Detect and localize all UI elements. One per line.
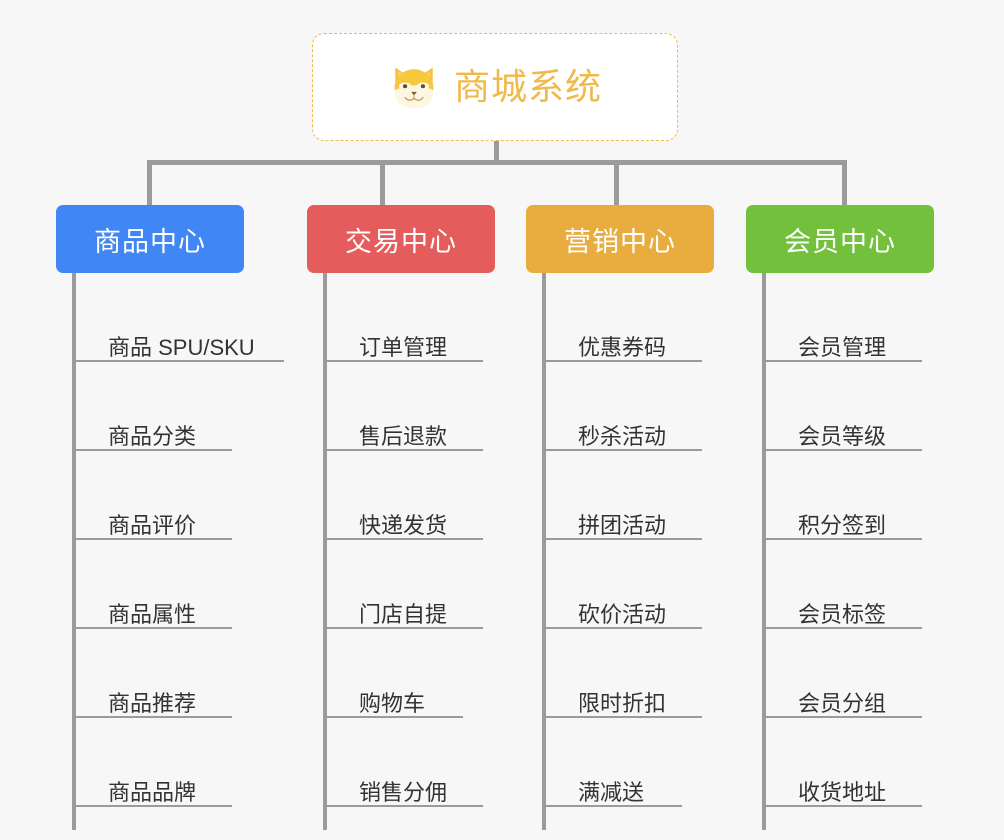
leaf-item-label: 售后退款 xyxy=(359,423,448,449)
shiba-dog-icon xyxy=(388,61,440,113)
connector-drop-4 xyxy=(842,160,847,205)
column-spine xyxy=(542,273,546,830)
leaf-item[interactable]: 砍价活动 xyxy=(542,540,702,629)
leaf-item[interactable]: 会员管理 xyxy=(762,273,922,362)
leaf-item[interactable]: 快递发货 xyxy=(323,451,483,540)
leaf-item-label: 限时折扣 xyxy=(578,690,667,716)
category-title: 商品中心 xyxy=(94,226,206,257)
column-spine xyxy=(323,273,327,830)
leaf-item-label: 砍价活动 xyxy=(578,601,667,627)
leaf-item-label: 拼团活动 xyxy=(578,512,667,538)
leaf-item-label: 订单管理 xyxy=(359,334,448,360)
leaf-item[interactable]: 商品评价 xyxy=(72,451,232,540)
leaf-item[interactable]: 限时折扣 xyxy=(542,629,702,718)
connector-root-stem xyxy=(494,141,499,163)
leaf-list-member-center: 会员管理会员等级积分签到会员标签会员分组收货地址 xyxy=(762,273,982,807)
leaf-item[interactable]: 购物车 xyxy=(323,629,463,718)
leaf-list-product-center: 商品 SPU/SKU 商品分类商品评价商品属性商品推荐商品品牌 xyxy=(72,273,292,807)
category-box-marketing-center[interactable]: 营销中心 xyxy=(526,205,714,273)
leaf-item-label: 商品分类 xyxy=(108,423,197,449)
category-box-trade-center[interactable]: 交易中心 xyxy=(307,205,495,273)
leaf-list-trade-center: 订单管理售后退款快递发货门店自提购物车销售分佣 xyxy=(323,273,543,807)
leaf-item[interactable]: 优惠券码 xyxy=(542,273,702,362)
leaf-item-label: 会员标签 xyxy=(798,601,887,627)
leaf-item[interactable]: 会员分组 xyxy=(762,629,922,718)
leaf-item[interactable]: 售后退款 xyxy=(323,362,483,451)
leaf-item-label: 会员分组 xyxy=(798,690,887,716)
root-node-mall-system[interactable]: 商城系统 xyxy=(312,33,678,141)
leaf-item-label: 商品品牌 xyxy=(108,779,197,805)
connector-drop-1 xyxy=(147,160,152,205)
leaf-item[interactable]: 门店自提 xyxy=(323,540,483,629)
leaf-item[interactable]: 拼团活动 xyxy=(542,451,702,540)
leaf-item[interactable]: 订单管理 xyxy=(323,273,483,362)
leaf-item-label: 购物车 xyxy=(359,690,426,716)
leaf-item[interactable]: 商品推荐 xyxy=(72,629,232,718)
column-spine xyxy=(762,273,766,830)
leaf-item-label: 满减送 xyxy=(578,779,645,805)
leaf-item[interactable]: 商品品牌 xyxy=(72,718,232,807)
leaf-item-label: 快递发货 xyxy=(359,512,448,538)
leaf-item-label: 收货地址 xyxy=(798,779,887,805)
connector-drop-3 xyxy=(614,160,619,205)
connector-drop-2 xyxy=(380,160,385,205)
category-title: 会员中心 xyxy=(784,226,896,257)
leaf-item-label: 积分签到 xyxy=(798,512,887,538)
leaf-item-label: 优惠券码 xyxy=(578,334,667,360)
column-spine xyxy=(72,273,76,830)
connector-horizontal-bar xyxy=(147,160,847,165)
category-title: 营销中心 xyxy=(564,226,676,257)
leaf-item[interactable]: 会员标签 xyxy=(762,540,922,629)
category-box-product-center[interactable]: 商品中心 xyxy=(56,205,244,273)
category-box-member-center[interactable]: 会员中心 xyxy=(746,205,934,273)
leaf-item-label: 商品推荐 xyxy=(108,690,197,716)
leaf-item[interactable]: 销售分佣 xyxy=(323,718,483,807)
leaf-list-marketing-center: 优惠券码秒杀活动拼团活动砍价活动限时折扣满减送 xyxy=(542,273,762,807)
root-title: 商城系统 xyxy=(453,66,602,107)
leaf-item-label: 商品属性 xyxy=(108,601,197,627)
leaf-item-label: 秒杀活动 xyxy=(578,423,667,449)
leaf-item[interactable]: 收货地址 xyxy=(762,718,922,807)
leaf-item[interactable]: 满减送 xyxy=(542,718,682,807)
leaf-item-label: 商品 SPU/SKU xyxy=(108,334,255,360)
leaf-item[interactable]: 商品属性 xyxy=(72,540,232,629)
category-title: 交易中心 xyxy=(345,226,457,257)
leaf-item-label: 门店自提 xyxy=(359,601,448,627)
leaf-item-label: 会员管理 xyxy=(798,334,887,360)
leaf-item-label: 销售分佣 xyxy=(359,779,448,805)
leaf-item[interactable]: 积分签到 xyxy=(762,451,922,540)
leaf-item-label: 商品评价 xyxy=(108,512,197,538)
leaf-item-label: 会员等级 xyxy=(798,423,887,449)
leaf-item[interactable]: 秒杀活动 xyxy=(542,362,702,451)
leaf-item[interactable]: 商品分类 xyxy=(72,362,232,451)
leaf-item[interactable]: 商品 SPU/SKU xyxy=(72,273,284,362)
leaf-item[interactable]: 会员等级 xyxy=(762,362,922,451)
